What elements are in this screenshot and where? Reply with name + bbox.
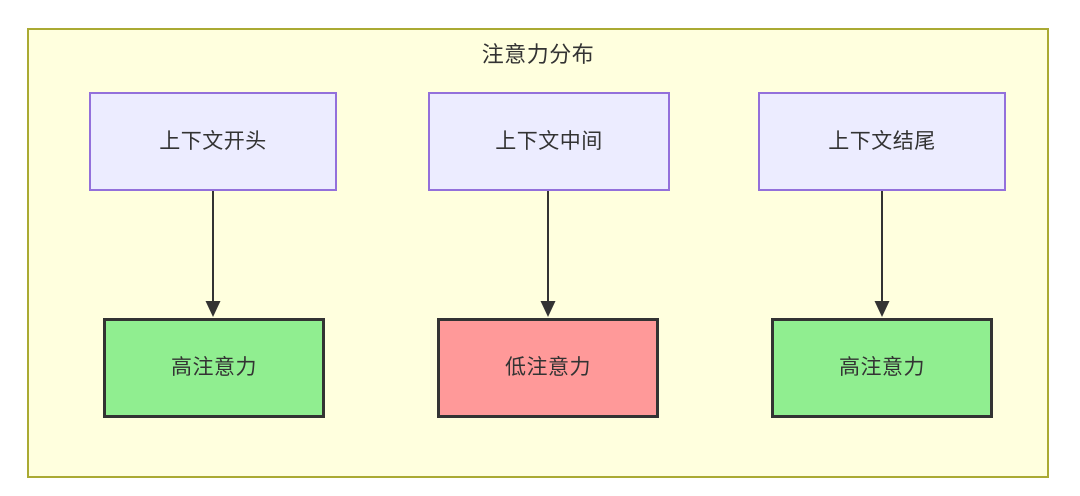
subgraph-title: 注意力分布 [481,42,595,67]
node-outcome-middle[interactable]: 低注意力 [437,318,659,418]
node-context-end[interactable]: 上下文结尾 [758,92,1006,191]
node-outcome-start[interactable]: 高注意力 [103,318,325,418]
node-context-start[interactable]: 上下文开头 [89,92,337,191]
node-outcome-end[interactable]: 高注意力 [771,318,993,418]
node-context-middle[interactable]: 上下文中间 [428,92,670,191]
